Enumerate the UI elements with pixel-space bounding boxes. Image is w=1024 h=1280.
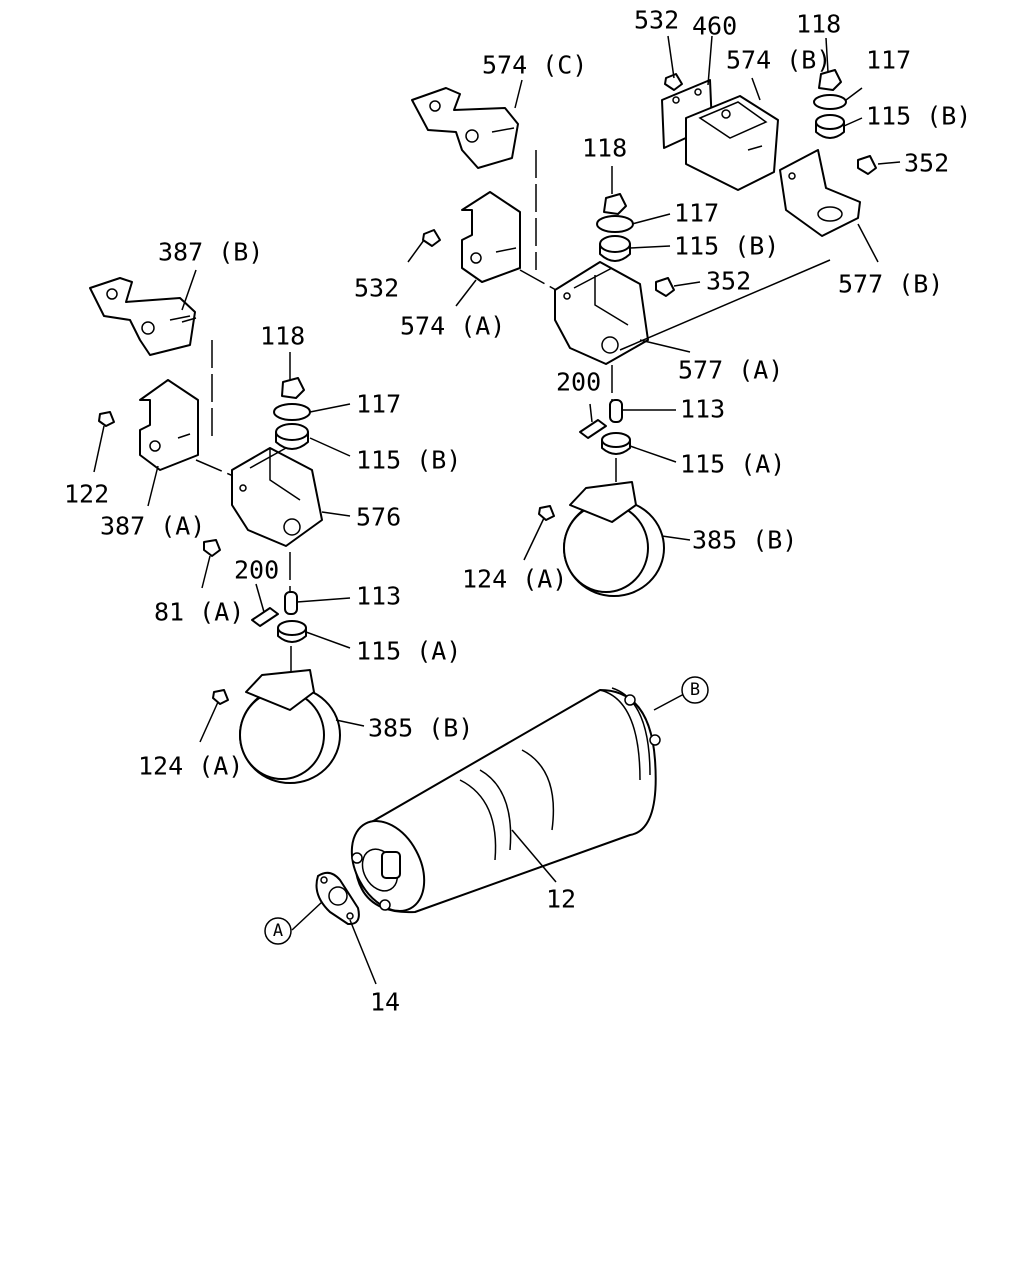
marker-b: B (681, 676, 709, 704)
label-118: 118 (260, 322, 305, 351)
collar-part-113-right (609, 399, 623, 423)
label-12: 12 (546, 885, 576, 914)
label-115a: 115 (A) (356, 637, 461, 666)
leader-lines (93, 35, 901, 985)
label-385b: 385 (B) (692, 526, 797, 555)
mount-bracket-part-576 (231, 447, 323, 547)
label-113: 113 (680, 395, 725, 424)
nut-part-118-top (818, 69, 842, 91)
label-115b: 115 (B) (356, 446, 461, 475)
label-352: 352 (706, 267, 751, 296)
label-200: 200 (556, 368, 601, 397)
rubber-part-115a-left (277, 620, 307, 672)
marker-b-letter: B (690, 680, 700, 700)
bolt-part-200-right (579, 419, 607, 439)
nut-part-122 (98, 411, 115, 427)
bolt-part-200-left (251, 607, 279, 627)
label-574c: 574 (C) (482, 51, 587, 80)
label-577a: 577 (A) (678, 356, 783, 385)
nut-part-352-right (655, 277, 675, 297)
label-387a: 387 (A) (100, 512, 205, 541)
label-115a: 115 (A) (680, 450, 785, 479)
label-387b: 387 (B) (158, 238, 263, 267)
label-352: 352 (904, 149, 949, 178)
washer-part-117-left (273, 403, 311, 421)
bracket-part-387a (139, 379, 199, 471)
label-113: 113 (356, 582, 401, 611)
bracket-part-574c (411, 87, 519, 169)
label-576: 576 (356, 503, 401, 532)
nut-part-532-top (664, 73, 683, 91)
rubber-part-115b-left (275, 423, 309, 450)
washer-part-117-top (813, 94, 847, 110)
bracket-part-387b (89, 277, 197, 356)
marker-a-letter: A (273, 921, 283, 941)
label-574b: 574 (B) (726, 46, 831, 75)
clamp-part-385b-right (563, 481, 665, 597)
rubber-part-115b-top (815, 114, 845, 139)
clamp-part-385b-left (239, 669, 341, 784)
label-117: 117 (356, 390, 401, 419)
rubber-part-115a-right (601, 432, 631, 482)
label-532: 532 (634, 6, 679, 35)
label-81a: 81 (A) (154, 598, 244, 627)
label-122: 122 (64, 480, 109, 509)
label-460: 460 (692, 12, 737, 41)
collar-part-113-left (284, 591, 298, 615)
label-118: 118 (796, 10, 841, 39)
label-115b: 115 (B) (674, 232, 779, 261)
rubber-part-115b-right (599, 235, 631, 262)
callout-labels: 532 460 118 117 574 (C) 574 (B) 115 (B) … (64, 6, 971, 1017)
nut-part-352-top (857, 155, 877, 175)
bracket-part-574b (685, 95, 779, 191)
mount-bracket-part-577a (554, 261, 649, 365)
label-14: 14 (370, 988, 400, 1017)
gasket-part-14 (315, 871, 360, 926)
nut-part-124a-left (212, 689, 229, 705)
label-124a: 124 (A) (462, 565, 567, 594)
label-118: 118 (582, 134, 627, 163)
muffler-part-12 (350, 687, 661, 914)
label-115b: 115 (B) (866, 102, 971, 131)
washer-part-117-right (596, 215, 634, 233)
nut-part-124a-right (538, 505, 555, 521)
bracket-part-574a (461, 191, 521, 283)
label-200: 200 (234, 556, 279, 585)
label-532: 532 (354, 274, 399, 303)
marker-a: A (264, 917, 292, 945)
label-117: 117 (674, 199, 719, 228)
nut-part-532-right (422, 229, 441, 247)
label-117: 117 (866, 46, 911, 75)
nut-part-118-right (603, 193, 627, 215)
label-577b: 577 (B) (838, 270, 943, 299)
label-385b: 385 (B) (368, 714, 473, 743)
nut-part-118-left (281, 377, 305, 399)
label-124a: 124 (A) (138, 752, 243, 781)
bracket-part-577b (779, 149, 861, 237)
label-574a: 574 (A) (400, 312, 505, 341)
nut-part-81a (203, 539, 221, 557)
